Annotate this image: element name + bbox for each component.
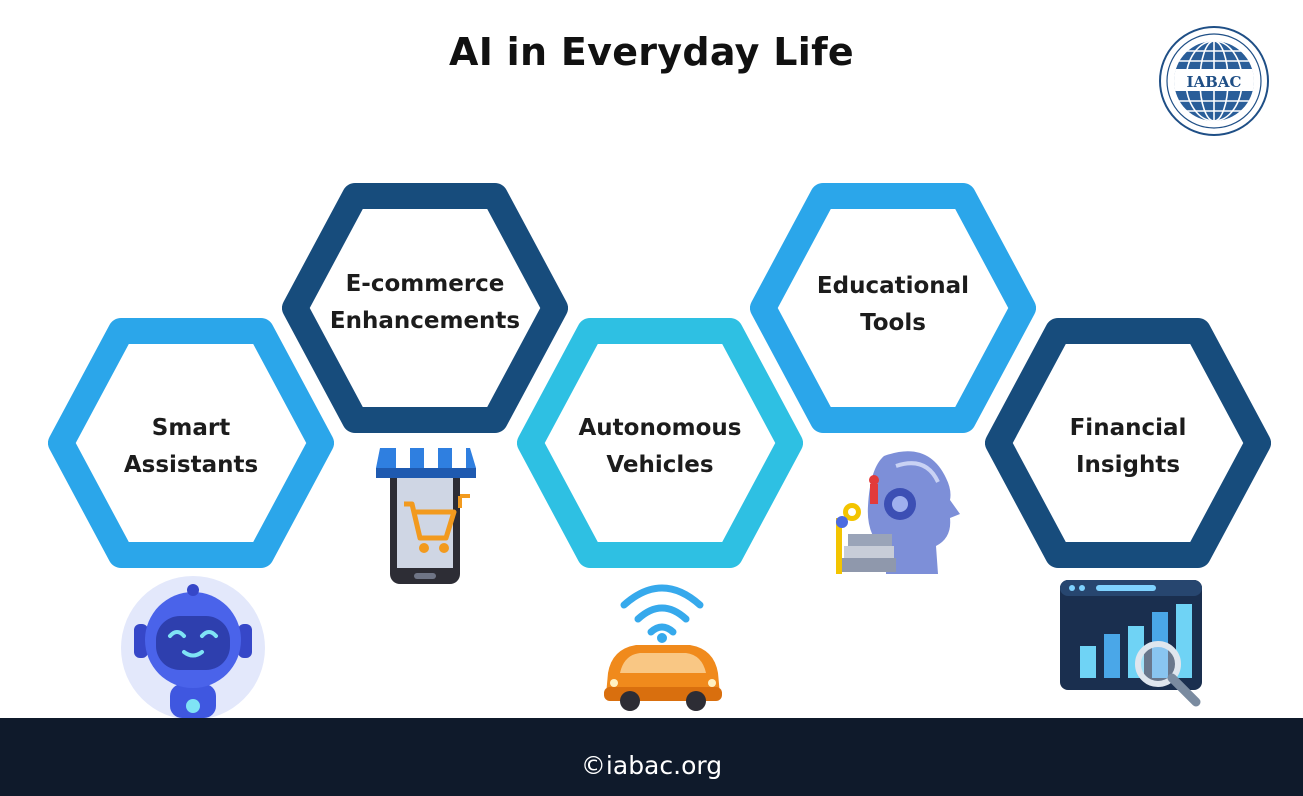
hexagon-educational-tools bbox=[750, 183, 1036, 433]
hexagon-shape bbox=[750, 183, 1036, 433]
label-line-1: E-commerce bbox=[345, 271, 505, 297]
logo-text: IABAC bbox=[1187, 73, 1242, 91]
label-line-2: Enhancements bbox=[329, 308, 521, 334]
hexagon-autonomous-vehicles bbox=[517, 318, 803, 568]
hexagon-shape bbox=[985, 318, 1271, 568]
iabac-logo: IABAC bbox=[1159, 26, 1269, 136]
footer-website: ©iabac.org bbox=[580, 751, 723, 780]
robot-icon bbox=[121, 576, 265, 718]
connected-car-icon bbox=[604, 584, 722, 711]
label-line-2: Vehicles bbox=[606, 452, 714, 478]
label-line-1: Financial bbox=[1069, 415, 1187, 441]
footer-bar: ©iabac.org bbox=[0, 718, 1303, 796]
shopping-phone-icon bbox=[376, 448, 476, 584]
hexagon-ecommerce-enhancements bbox=[282, 183, 568, 433]
label-line-1: Smart bbox=[151, 415, 231, 441]
hexagon-smart-assistants bbox=[48, 318, 334, 568]
hexagon-shape bbox=[282, 183, 568, 433]
label-line-2: Insights bbox=[1075, 452, 1181, 478]
label-line-1: Autonomous bbox=[578, 415, 742, 441]
hexagon-label-ecommerce-enhancements: E-commerce Enhancements bbox=[318, 266, 532, 340]
label-line-2: Assistants bbox=[123, 452, 259, 478]
label-line-2: Tools bbox=[860, 310, 926, 336]
label-line-1: Educational bbox=[816, 273, 970, 299]
hexagon-label-autonomous-vehicles: Autonomous Vehicles bbox=[555, 410, 765, 484]
hexagon-label-educational-tools: Educational Tools bbox=[788, 268, 998, 342]
hexagon-shape bbox=[517, 318, 803, 568]
analytics-chart-icon bbox=[1060, 580, 1202, 707]
hexagon-label-financial-insights: Financial Insights bbox=[1023, 410, 1233, 484]
hexagon-label-smart-assistants: Smart Assistants bbox=[88, 410, 294, 484]
hexagon-financial-insights bbox=[985, 318, 1271, 568]
page-title: AI in Everyday Life bbox=[448, 30, 854, 74]
ai-head-icon bbox=[836, 451, 960, 574]
hexagon-shape bbox=[48, 318, 334, 568]
